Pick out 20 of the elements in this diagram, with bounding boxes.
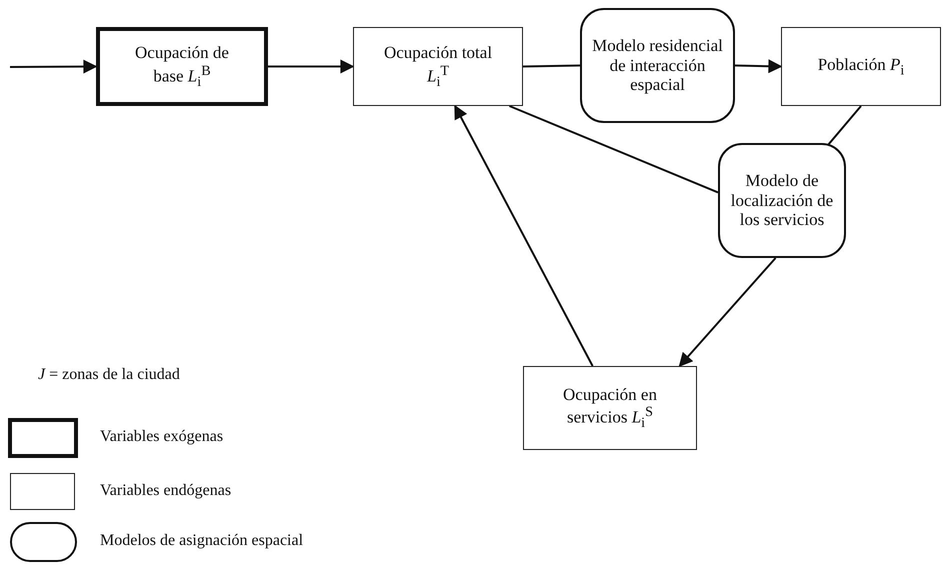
arrow [734,59,782,74]
box-label: Modelo residencial de interacción espacial [591,36,724,95]
endogenous-variable-box [523,366,697,450]
legend-text: Variables endógenas [100,482,232,500]
arrow [454,104,594,366]
connector-line [509,105,718,194]
endogenous-variable-box [781,27,941,106]
endogenous-variable-box [353,27,523,106]
connector-line [522,64,580,68]
exogenous-variable-box [96,27,268,106]
box-label: Población P$_{i}$ [818,54,904,78]
arrow [10,60,98,74]
legend-text: Variables exógenas [100,428,224,446]
note: J = zonas de la ciudad [38,366,180,384]
model-rounded-box [718,143,846,258]
arrow [678,257,776,368]
model-rounded-box [580,8,735,123]
legend-text: Modelos de asignación espacial [100,532,304,550]
arrow [268,60,354,74]
box-label: Modelo de localización de los servicios [730,171,834,230]
